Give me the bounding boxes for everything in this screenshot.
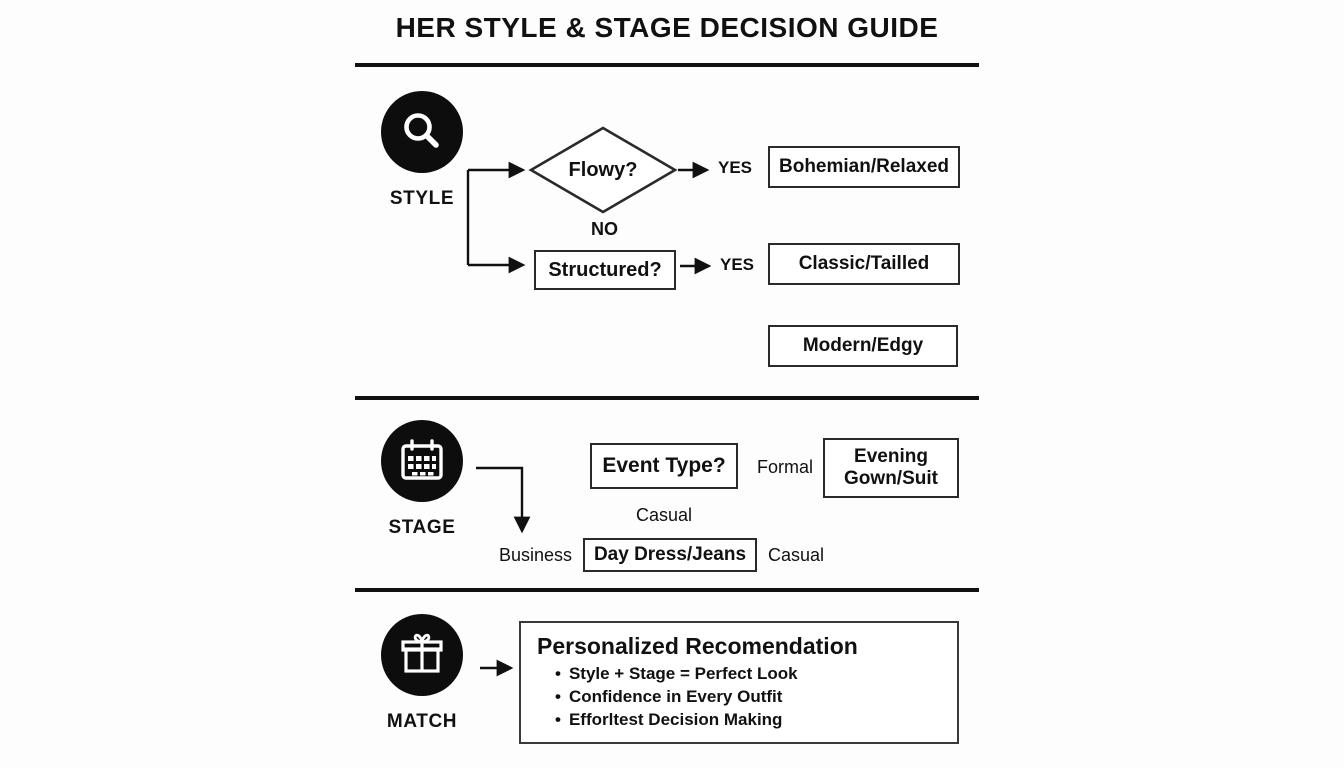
recommendation-bullet: Efforltest Decision Making: [555, 710, 957, 730]
stage-branch-casual-top-label: Casual: [636, 505, 693, 525]
stage-outcome-casual[interactable]: Day Dress/Jeans: [583, 538, 757, 572]
recommendation-panel[interactable]: Personalized Recomendation Style + Stage…: [519, 621, 959, 744]
stage-branch-casual-right-label: Casual: [768, 545, 825, 565]
stage-branch-business-label: Business: [499, 545, 573, 565]
style-outcome-classic[interactable]: Classic/Tailled: [768, 243, 960, 285]
recommendation-bullet: Style + Stage = Perfect Look: [555, 664, 957, 684]
section-divider-middle: [355, 396, 979, 400]
magnifier-icon: [381, 91, 463, 173]
style-question-structured[interactable]: Structured?: [534, 250, 676, 290]
stage-outcome-formal[interactable]: Evening Gown/Suit: [823, 438, 959, 498]
page-title: HER STYLE & STAGE DECISION GUIDE: [395, 12, 939, 43]
style-question-flowy-label: Flowy?: [568, 159, 638, 181]
style-question-flowy[interactable]: Flowy?: [528, 125, 678, 215]
calendar-icon: [381, 420, 463, 502]
style-yes-label-1: YES: [718, 158, 753, 177]
stage-section-label: STAGE: [388, 517, 456, 538]
style-outcome-modern[interactable]: Modern/Edgy: [768, 325, 958, 367]
style-no-label: NO: [591, 219, 618, 239]
recommendation-bullet: Confidence in Every Outfit: [555, 687, 957, 707]
stage-outcome-formal-line1: Evening: [854, 446, 928, 468]
style-section-label: STYLE: [389, 188, 455, 209]
stage-outcome-formal-line2: Gown/Suit: [844, 468, 938, 489]
style-outcome-bohemian[interactable]: Bohemian/Relaxed: [768, 146, 960, 188]
stage-branch-formal-label: Formal: [757, 457, 814, 477]
section-divider-bottom: [355, 588, 979, 592]
section-divider-top: [355, 63, 979, 67]
stage-question-event-type[interactable]: Event Type?: [590, 443, 738, 489]
gift-icon: [381, 614, 463, 696]
match-section-label: MATCH: [386, 711, 458, 732]
style-yes-label-2: YES: [720, 255, 755, 274]
recommendation-title: Personalized Recomendation: [537, 633, 858, 659]
